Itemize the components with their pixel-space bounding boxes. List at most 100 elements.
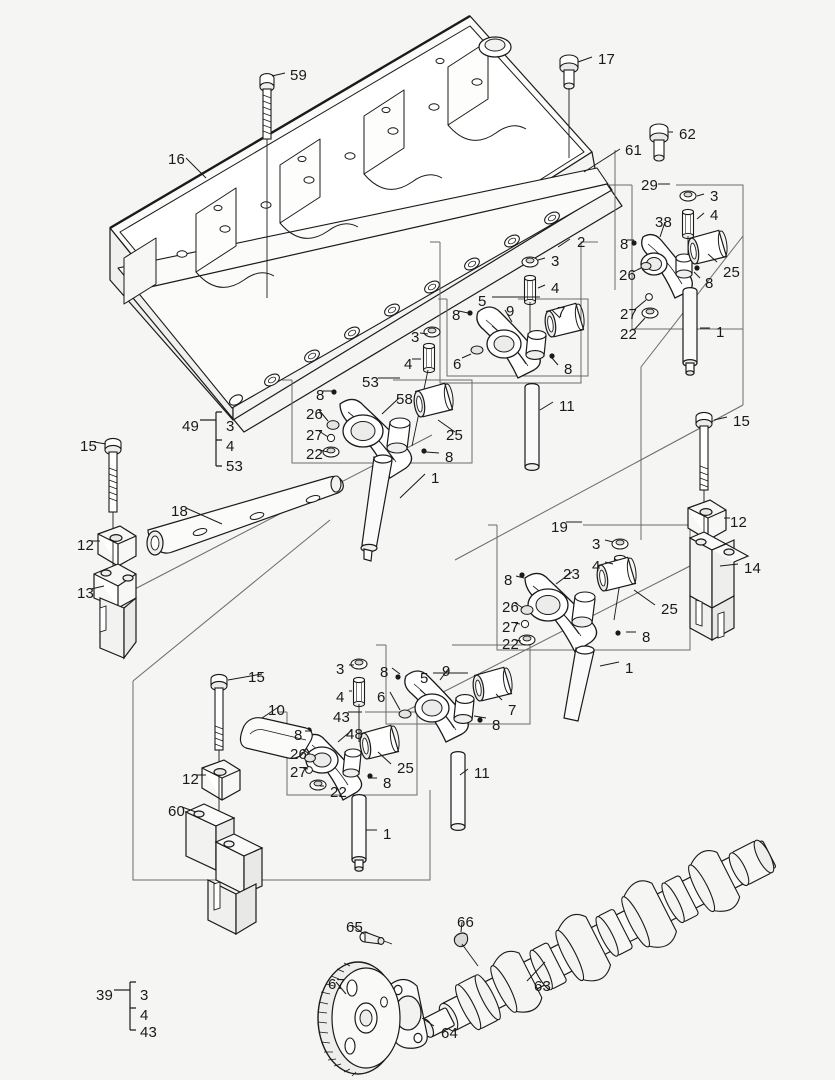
callout-8a: 8	[620, 236, 629, 253]
kit-39-bracket	[114, 981, 136, 1031]
callout-14: 14	[744, 560, 762, 577]
stud-bolt-15-left	[104, 437, 122, 534]
push-rod-1-drawing	[682, 287, 698, 376]
callout-26b: 26	[306, 406, 324, 423]
callout-8d: 8	[564, 361, 573, 378]
callout-26a: 26	[619, 267, 637, 284]
stud-bolt-15-lower	[210, 673, 228, 768]
callout-3b: 3	[551, 253, 560, 270]
bracket-14-drawing	[688, 531, 750, 642]
callout-63: 63	[534, 978, 552, 995]
callout-26d: 26	[290, 746, 308, 763]
callout-8b: 8	[705, 275, 714, 292]
callout-27d: 27	[290, 764, 308, 781]
callout-59: 59	[290, 67, 308, 84]
callout-22a: 22	[620, 326, 638, 343]
callout-4a: 4	[710, 207, 719, 224]
callout-22b: 22	[306, 446, 324, 463]
callout-58: 58	[396, 391, 414, 408]
exploded-frames	[130, 150, 744, 881]
callout-6a: 6	[453, 356, 462, 373]
callout-1c: 1	[625, 660, 634, 677]
bracket-cap-12-left	[97, 525, 137, 580]
callout-27b: 27	[306, 427, 324, 444]
bracket-60-drawing	[184, 803, 264, 936]
callout-4d: 4	[592, 558, 601, 575]
bolt-62-drawing	[649, 123, 669, 162]
callout-27a: 27	[620, 306, 638, 323]
callout-8j: 8	[492, 717, 501, 734]
callout-7b: 7	[508, 702, 517, 719]
rocker-group-53	[322, 326, 456, 562]
bracket-13-drawing	[93, 563, 137, 660]
callout-1a: 1	[716, 324, 725, 341]
callout-12c: 12	[182, 771, 200, 788]
callout-26c: 26	[502, 599, 520, 616]
callout-4c: 4	[404, 356, 413, 373]
stud-bolt-15-right	[695, 411, 713, 508]
callout-25a: 25	[723, 264, 741, 281]
callout-15b: 15	[733, 413, 751, 430]
callout-49-3: 3	[226, 418, 235, 435]
callout-64: 64	[441, 1025, 459, 1042]
callout-3a: 3	[710, 188, 719, 205]
callout-6b: 6	[377, 689, 386, 706]
rocker-group-43	[304, 723, 402, 872]
callout-29: 29	[641, 177, 659, 194]
callout-13: 13	[77, 585, 95, 602]
callout-16: 16	[168, 151, 186, 168]
callout-39-43: 43	[140, 1024, 158, 1041]
callout-1d: 1	[383, 826, 392, 843]
callout-8g: 8	[504, 572, 513, 589]
callout-49-53: 53	[226, 458, 244, 475]
bolt-65-drawing	[359, 931, 393, 945]
callout-8l: 8	[383, 775, 392, 792]
callout-18: 18	[171, 503, 189, 520]
callout-12b: 12	[730, 514, 748, 531]
callout-38: 38	[655, 214, 673, 231]
callout-60: 60	[168, 803, 186, 820]
callout-25d: 25	[397, 760, 415, 777]
callout-5b: 5	[420, 670, 429, 687]
callout-8h: 8	[642, 629, 651, 646]
callout-5a: 5	[478, 293, 487, 310]
push-rod-11-drawing	[524, 383, 540, 472]
cylinder-head-cover-drawing	[109, 14, 623, 433]
callout-39-3: 3	[140, 987, 149, 1004]
callout-27c: 27	[502, 619, 520, 636]
leader-lines	[90, 56, 739, 1027]
callout-53a: 53	[362, 374, 380, 391]
callout-2: 2	[577, 234, 586, 251]
callout-4e: 4	[336, 689, 345, 706]
callout-8f: 8	[445, 449, 454, 466]
camshaft-63-drawing	[420, 839, 777, 1038]
callout-61: 61	[625, 142, 643, 159]
callout-22d: 22	[330, 784, 348, 801]
callout-49: 49	[182, 418, 200, 435]
callout-15c: 15	[248, 669, 266, 686]
callout-9b: 9	[442, 663, 451, 680]
thrust-plate-64-drawing	[385, 978, 428, 1049]
callout-3d: 3	[592, 536, 601, 553]
callout-9a: 9	[506, 303, 515, 320]
callout-1b: 1	[431, 470, 440, 487]
callout-10: 10	[268, 702, 286, 719]
callout-3c: 3	[411, 329, 420, 346]
callout-39: 39	[96, 987, 114, 1004]
callout-4b: 4	[551, 280, 560, 297]
callout-11a: 11	[559, 398, 575, 415]
callout-19: 19	[551, 519, 569, 536]
callout-23: 23	[563, 566, 581, 583]
callout-62: 62	[679, 126, 697, 143]
callout-8e: 8	[316, 387, 325, 404]
callout-65: 65	[346, 919, 364, 936]
callout-66: 66	[457, 914, 475, 931]
push-rod-1-drawing	[360, 454, 393, 562]
callout-25c: 25	[661, 601, 679, 618]
callout-3e: 3	[336, 661, 345, 678]
callout-11b: 11	[474, 765, 490, 782]
callout-67: 67	[328, 976, 346, 993]
callout-8i: 8	[380, 664, 389, 681]
